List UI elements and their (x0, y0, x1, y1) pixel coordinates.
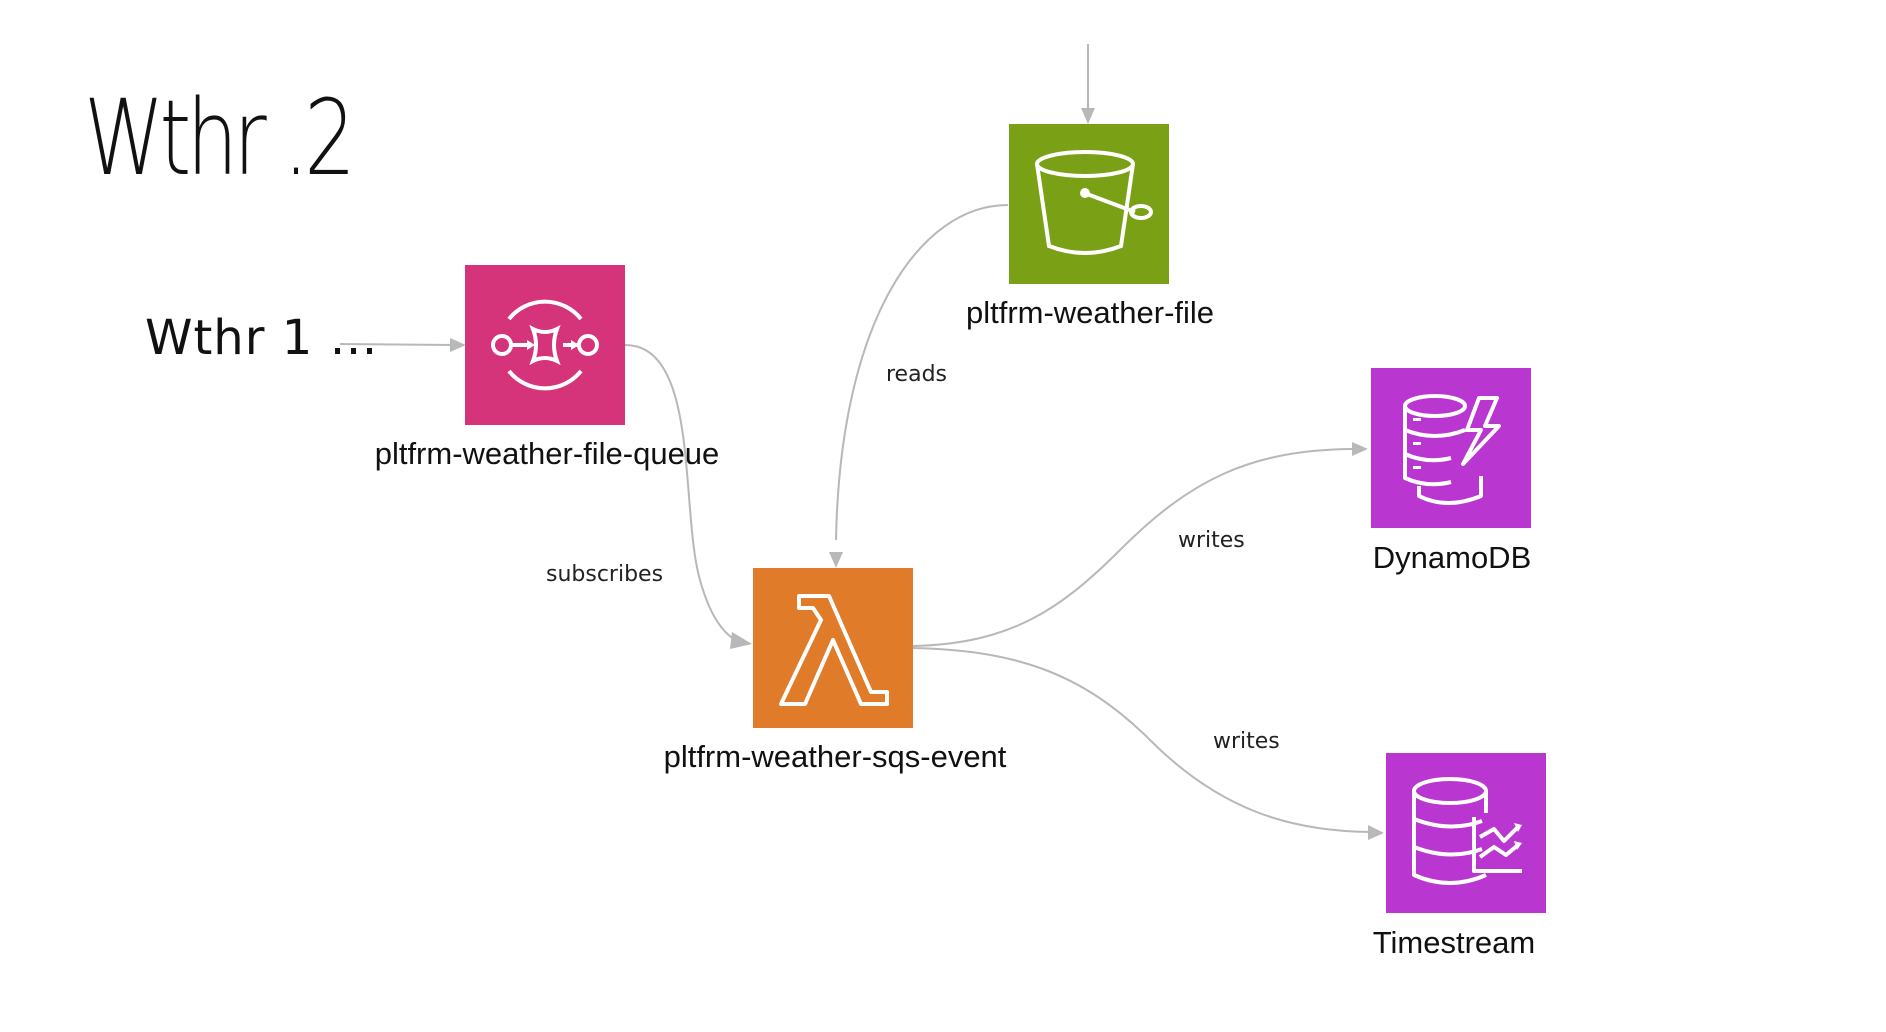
arrowhead (1352, 442, 1368, 456)
edge-label-subscribes: subscribes (546, 562, 664, 587)
dynamodb-icon (1371, 368, 1531, 528)
queue-label: pltfrm-weather-file-queue (374, 436, 720, 471)
arrowhead (1368, 825, 1384, 840)
s3-bucket-icon (1009, 124, 1169, 284)
edge-label-writes-dynamodb: writes (1178, 528, 1245, 553)
page-title: Wthr .2 (84, 77, 356, 199)
queue-node[interactable] (465, 265, 625, 425)
sqs-queue-icon (465, 265, 625, 425)
edge-label-writes-timestream: writes (1213, 729, 1280, 754)
timestream-icon (1386, 753, 1546, 913)
source-label: Wthr 1 … (145, 310, 379, 366)
arrowhead (829, 552, 843, 568)
lambda-icon (753, 568, 913, 728)
timestream-node[interactable] (1386, 753, 1546, 913)
edge-label-reads: reads (886, 362, 948, 387)
arrowhead (730, 632, 752, 649)
bucket-label: pltfrm-weather-file (965, 295, 1215, 330)
edge-queue-to-lambda (624, 344, 743, 643)
arrowhead (1081, 108, 1095, 124)
edge-bucket-to-lambda (835, 204, 1009, 541)
bucket-node[interactable] (1009, 124, 1169, 284)
timestream-label: Timestream (1372, 925, 1536, 960)
lambda-node[interactable] (753, 568, 913, 728)
edge-source-to-queue (339, 343, 453, 346)
dynamodb-node[interactable] (1371, 368, 1531, 528)
edge-lambda-to-dynamodb (911, 448, 1353, 647)
lambda-label: pltfrm-weather-sqs-event (663, 739, 1007, 774)
edge-lambda-to-timestream (911, 647, 1371, 833)
arrowhead (450, 338, 466, 352)
dynamodb-label: DynamoDB (1372, 540, 1532, 575)
